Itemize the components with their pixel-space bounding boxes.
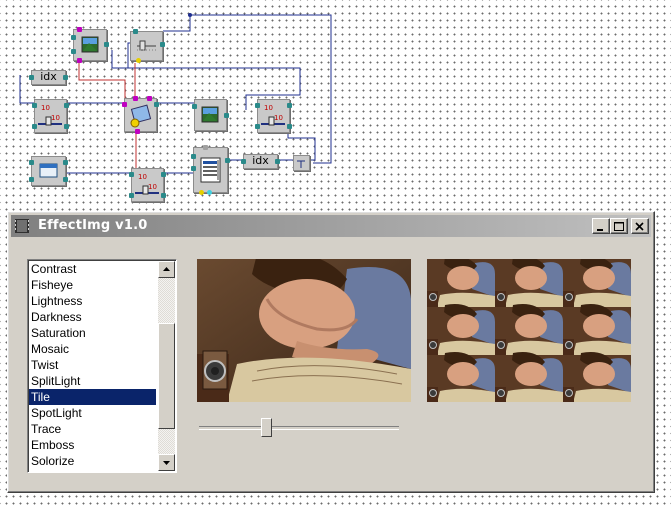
idx-label: idx (252, 154, 269, 167)
idx-label: idx (40, 70, 57, 83)
list-item[interactable]: Twist (31, 358, 59, 372)
wires-blue (19, 14, 332, 174)
svg-text:10: 10 (138, 173, 147, 181)
slider-icon (137, 40, 156, 51)
window-title: EffectImg v1.0 (38, 218, 148, 233)
picture-icon (201, 106, 219, 123)
list-item[interactable]: SpotLight (31, 406, 82, 420)
counter-icon: 10 10 (261, 104, 285, 126)
minimize-button[interactable] (592, 218, 610, 234)
list-item[interactable]: Lightness (31, 294, 83, 308)
list-item[interactable]: SplitLight (31, 374, 81, 388)
list-item[interactable]: Darkness (31, 310, 82, 324)
maximize-button[interactable] (610, 218, 628, 234)
title-bar[interactable]: EffectImg v1.0 (11, 215, 651, 237)
tiled-result-image (427, 259, 632, 402)
list-item[interactable]: Mosaic (31, 342, 70, 356)
counter-icon: 10 10 (135, 173, 159, 195)
effect-list-node[interactable] (191, 145, 230, 195)
effectimg-window: EffectImg v1.0 Contrast Fisheye Lightnes… (7, 211, 655, 493)
arrow-up-icon (163, 267, 170, 271)
hub-icon (297, 160, 305, 168)
tiled-picture (427, 259, 632, 402)
effects-listbox[interactable]: Contrast Fisheye Lightness Darkness Satu… (27, 259, 177, 473)
svg-text:10: 10 (274, 114, 283, 122)
form-node[interactable] (29, 156, 68, 186)
paint-node[interactable] (122, 96, 159, 134)
list-item[interactable]: Solorize (31, 454, 75, 468)
list-item[interactable]: Emboss (31, 438, 75, 452)
image-node-top[interactable] (71, 27, 109, 63)
idx-node-2[interactable]: idx (241, 154, 280, 169)
effect-slider-thumb[interactable] (261, 418, 272, 437)
list-scrollbar[interactable] (158, 261, 175, 471)
scroll-thumb[interactable] (158, 323, 175, 429)
minimize-icon (597, 229, 603, 231)
svg-text:10: 10 (51, 114, 60, 122)
list-icon (200, 157, 221, 183)
list-item[interactable]: Saturation (31, 326, 86, 340)
svg-text:10: 10 (148, 183, 157, 191)
film-icon (15, 219, 29, 233)
idx-node-1[interactable]: idx (29, 70, 68, 85)
window-icon (39, 163, 58, 178)
list-item[interactable]: Contrast (31, 262, 77, 276)
image-node-mid[interactable] (192, 99, 229, 131)
effects-list: Contrast Fisheye Lightness Darkness Satu… (29, 261, 156, 469)
counter-node-2[interactable]: 10 10 (255, 99, 292, 133)
maximize-icon (614, 222, 624, 231)
scroll-down-button[interactable] (158, 454, 175, 471)
effect-slider-track[interactable] (199, 426, 399, 430)
counter-node-1[interactable]: 10 10 (32, 99, 69, 133)
wires-red (78, 60, 272, 168)
list-item-selected[interactable]: Tile (29, 389, 156, 405)
counter-node-3[interactable]: 10 10 (129, 168, 166, 202)
svg-text:10: 10 (41, 104, 50, 112)
slider-node[interactable] (130, 29, 165, 63)
hub-node[interactable] (293, 155, 310, 171)
close-button[interactable] (631, 218, 649, 234)
counter-icon: 10 10 (38, 104, 62, 126)
list-item[interactable]: Trace (31, 422, 62, 436)
paint-icon (130, 104, 152, 128)
arrow-down-icon (163, 461, 170, 465)
list-item[interactable]: Fisheye (31, 278, 74, 292)
close-icon (635, 222, 644, 231)
scroll-up-button[interactable] (158, 261, 175, 278)
svg-text:10: 10 (264, 104, 273, 112)
source-image (197, 259, 411, 402)
sleeping-reader-picture (197, 259, 411, 402)
picture-icon (81, 36, 99, 53)
